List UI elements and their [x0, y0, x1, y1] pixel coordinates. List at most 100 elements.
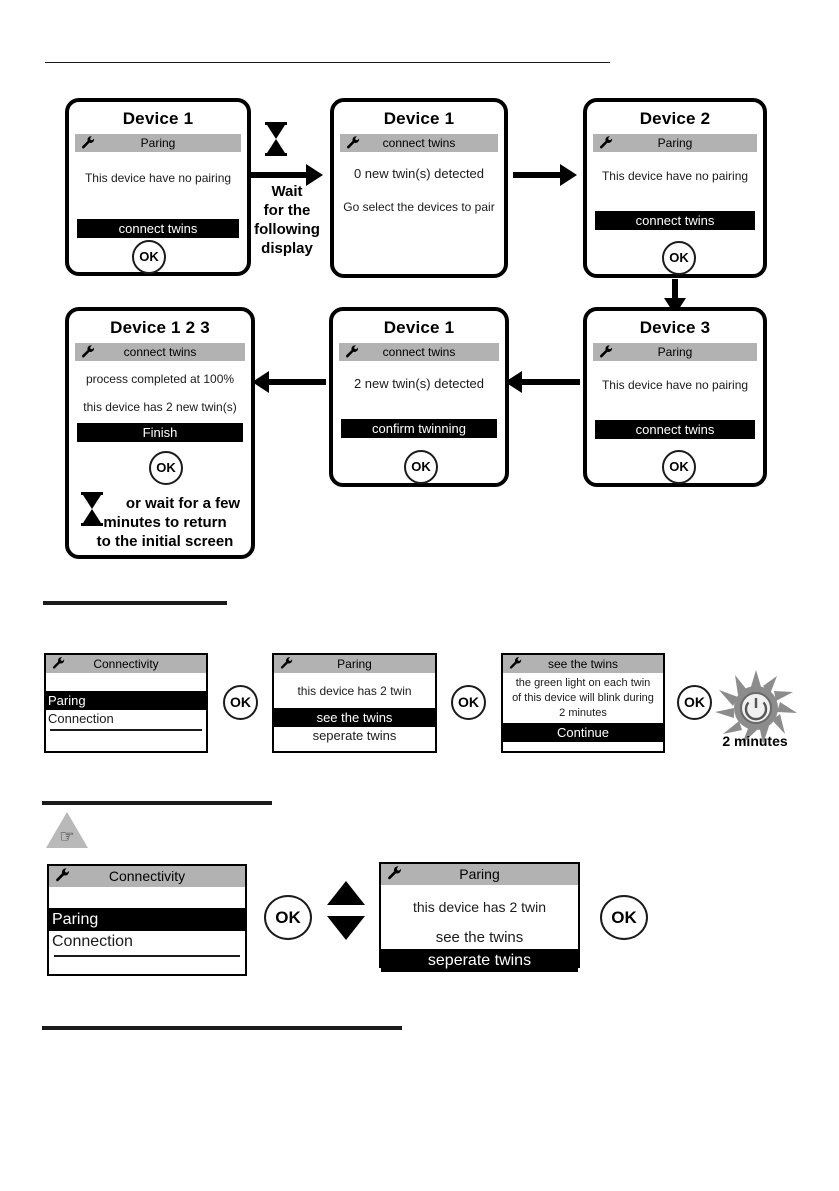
menu-item-connection[interactable]: Connection [52, 933, 133, 950]
device-screen-step2: Device 1 connect twins 0 new twin(s) det… [330, 98, 508, 278]
screen-action-continue[interactable]: Continue [503, 723, 663, 742]
screen-body-line-1: This device have no pairing [601, 169, 749, 183]
screen-header-label: Paring [140, 136, 176, 150]
arrow-step4-to-step5-shaft [520, 379, 580, 385]
timer-label: 2 minutes [722, 733, 788, 749]
screen-header-label: Connectivity [93, 657, 159, 671]
step6-note-line-2: minutes to return [103, 514, 227, 531]
wrench-icon [598, 344, 614, 365]
step6-note: or wait for a few minutes to return to t… [75, 494, 255, 551]
screen-body-line-1: This device have no pairing [601, 378, 749, 392]
screen-action-bar[interactable]: connect twins [595, 420, 755, 439]
divider-bottom [42, 1026, 402, 1030]
wrench-icon [508, 656, 523, 676]
screen-header-bar: connect twins [75, 343, 245, 361]
see-twins-screen-blink: see the twins the green light on each tw… [501, 653, 665, 753]
device-title: Device 1 [383, 109, 455, 128]
menu-item-see-the-twins[interactable]: see the twins [435, 929, 524, 946]
separate-twins-screen-paring: Paring this device has 2 twin see the tw… [379, 862, 580, 972]
screen-header-bar: Paring [381, 864, 578, 885]
arrow-right-icon [560, 164, 577, 186]
wrench-icon [345, 135, 361, 156]
step6-note-line-1: or wait for a few [125, 495, 241, 512]
wrench-icon [54, 867, 71, 890]
screen-header-label: Paring [657, 136, 693, 150]
device-screen-step5: Device 1 connect twins 2 new twin(s) det… [329, 307, 509, 487]
wrench-icon [279, 656, 294, 676]
screen-body-line-1: 2 new twin(s) detected [353, 376, 485, 391]
ok-button[interactable]: OK [404, 450, 438, 484]
menu-divider [50, 729, 202, 731]
divider-top [45, 62, 610, 63]
divider-section-see-twins [43, 601, 227, 605]
screen-body-line-1: the green light on each twin [515, 677, 651, 689]
menu-item-seperate-twins[interactable]: seperate twins [312, 728, 397, 743]
screen-header-bar: Connectivity [49, 866, 245, 887]
screen-header-label: connect twins [382, 136, 456, 150]
screen-header-label: connect twins [382, 345, 456, 359]
step6-note-line-3: to the initial screen [96, 533, 234, 550]
screen-body-line-2: of this device will blink during [512, 692, 654, 704]
screen-header-label: Paring [337, 657, 372, 671]
menu-item-paring[interactable]: Paring [49, 908, 245, 931]
pointing-hand-icon: ☞ [59, 827, 75, 846]
screen-header-bar: see the twins [503, 655, 663, 673]
device-title: Device 1 [122, 109, 194, 128]
screen-body-line-3: 2 minutes [559, 707, 607, 719]
screen-header-label: see the twins [547, 657, 619, 671]
ok-button-see-twins-2[interactable]: OK [451, 685, 486, 720]
menu-item-connection[interactable]: Connection [48, 711, 114, 726]
screen-body-line-1: 0 new twin(s) detected [353, 166, 485, 181]
wait-caption-line-1: Wait [271, 183, 303, 200]
screen-action-bar[interactable]: connect twins [77, 219, 239, 238]
triangle-down-icon[interactable] [327, 916, 365, 940]
menu-item-seperate-twins[interactable]: seperate twins [381, 949, 578, 972]
screen-header-bar: connect twins [340, 134, 498, 152]
wait-caption-line-3: following [254, 221, 320, 238]
ok-button-separate-twins-1[interactable]: OK [264, 895, 312, 940]
ok-button[interactable]: OK [662, 241, 696, 275]
screen-header-bar: Connectivity [46, 655, 206, 673]
arrow-step2-to-step3-shaft [513, 172, 563, 178]
ok-button-see-twins-3[interactable]: OK [677, 685, 712, 720]
wrench-icon [80, 135, 96, 156]
device-screen-step1: Device 1 Paring This device have no pair… [65, 98, 251, 276]
screen-action-bar[interactable]: Finish [77, 423, 243, 442]
triangle-up-icon[interactable] [327, 881, 365, 905]
device-screen-step4: Device 3 Paring This device have no pair… [583, 307, 767, 487]
device-screen-step6: Device 1 2 3 connect twins process compl… [65, 307, 255, 559]
screen-body-line-2: Go select the devices to pair [343, 200, 495, 214]
screen-header-label: connect twins [123, 345, 197, 359]
screen-action-bar[interactable]: connect twins [595, 211, 755, 230]
screen-body-line-1: This device have no pairing [84, 171, 232, 185]
screen-header-bar: Paring [75, 134, 241, 152]
separate-twins-screen-connectivity: Connectivity Paring Connection [47, 864, 247, 976]
screen-action-bar[interactable]: confirm twinning [341, 419, 497, 438]
screen-body-line-1: this device has 2 twin [297, 684, 412, 698]
ok-button[interactable]: OK [662, 450, 696, 484]
menu-item-see-the-twins[interactable]: see the twins [274, 708, 435, 727]
screen-header-bar: Paring [593, 134, 757, 152]
ok-button-see-twins-1[interactable]: OK [223, 685, 258, 720]
device-title: Device 1 2 3 [110, 318, 210, 337]
screen-body-line-1: process completed at 100% [85, 372, 235, 386]
screen-body-line-2: this device has 2 new twin(s) [83, 400, 237, 414]
ok-button[interactable]: OK [149, 451, 183, 485]
menu-item-paring[interactable]: Paring [46, 691, 206, 710]
sunburst-timer-icon [715, 670, 797, 744]
ok-button[interactable]: OK [132, 240, 166, 274]
see-twins-screen-paring: Paring this device has 2 twin see the tw… [272, 653, 437, 753]
device-screen-step3: Device 2 Paring This device have no pair… [583, 98, 767, 278]
arrow-left-icon [252, 371, 269, 393]
screen-header-label: Connectivity [108, 868, 186, 884]
arrow-step3-to-step4-shaft [672, 279, 678, 303]
ok-button-separate-twins-2[interactable]: OK [600, 895, 648, 940]
hourglass-icon [81, 492, 103, 526]
wrench-icon [80, 344, 96, 365]
wrench-icon [51, 656, 66, 676]
screen-body-line-1: this device has 2 twin [412, 899, 547, 915]
wait-caption: Wait for the following display [248, 182, 326, 258]
warning-triangle-icon [46, 812, 88, 848]
screen-header-label: Paring [657, 345, 693, 359]
menu-divider [54, 955, 240, 957]
